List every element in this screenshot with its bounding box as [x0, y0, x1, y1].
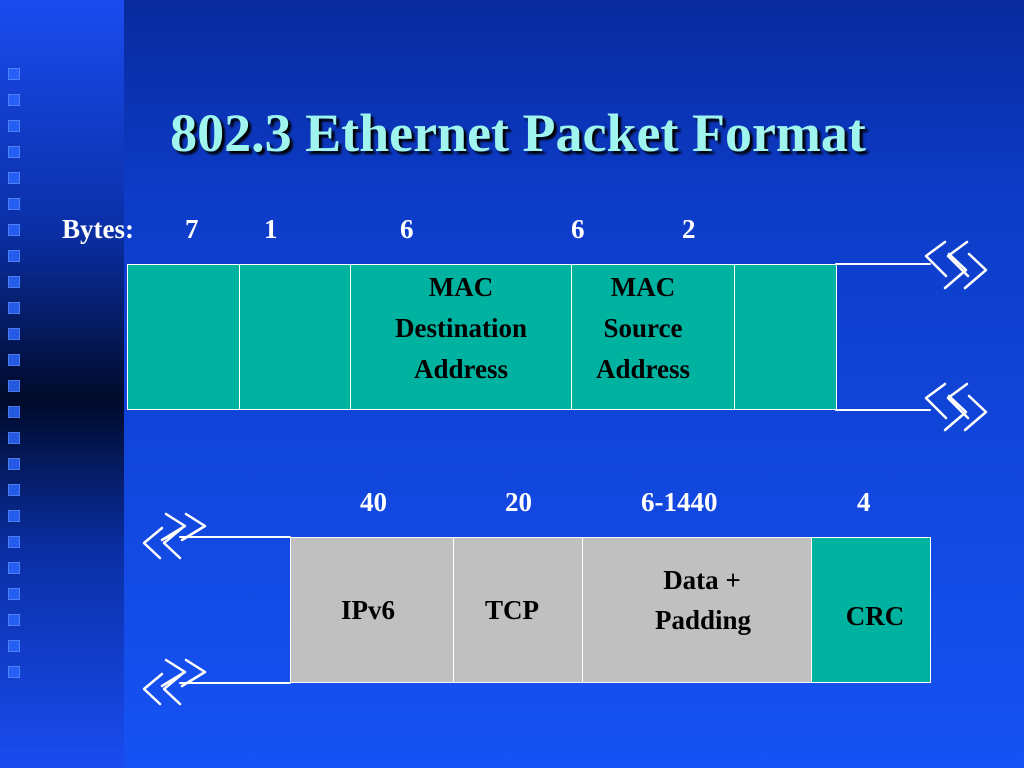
- field-preamble: [127, 264, 240, 410]
- background-left-gradient: [0, 0, 124, 768]
- byte-count-tcp: 20: [505, 487, 532, 517]
- src-label-line1: MAC: [610, 272, 676, 302]
- break-mark-icon: [160, 512, 187, 542]
- tcp-label: TCP: [485, 595, 539, 625]
- field-mac-destination: [350, 264, 572, 410]
- data-label-line2: Padding: [654, 605, 752, 635]
- ipv6-label: IPv6: [341, 595, 395, 625]
- byte-count-ipv6: 40: [360, 487, 387, 517]
- byte-count-dest: 6: [400, 214, 414, 244]
- src-label-line2: Source: [603, 313, 683, 343]
- data-label-line1: Data +: [663, 565, 741, 595]
- break-mark-icon: [924, 382, 948, 420]
- byte-count-crc: 4: [857, 487, 871, 517]
- field-ipv6: [290, 537, 454, 683]
- dest-label-line1: MAC: [428, 272, 494, 302]
- break-mark-icon: [160, 658, 187, 688]
- field-data-padding: [582, 537, 812, 683]
- dest-label-line3: Address: [413, 354, 509, 384]
- dest-label-line2: Destination: [394, 313, 527, 343]
- byte-count-length: 2: [682, 214, 696, 244]
- byte-count-sfd: 1: [264, 214, 278, 244]
- src-label-line3: Address: [595, 354, 691, 384]
- byte-count-data: 6-1440: [641, 487, 718, 517]
- slide-title: 802.3 Ethernet Packet Format: [170, 103, 866, 163]
- byte-count-src: 6: [571, 214, 585, 244]
- decorative-squares-column: [6, 68, 28, 692]
- field-length: [734, 264, 837, 410]
- byte-count-preamble: 7: [185, 214, 199, 244]
- background-top: [124, 0, 1024, 200]
- field-tcp: [453, 537, 583, 683]
- field-crc: [811, 537, 931, 683]
- bytes-label: Bytes:: [62, 214, 134, 244]
- break-mark-icon: [924, 240, 948, 278]
- crc-label: CRC: [845, 601, 905, 631]
